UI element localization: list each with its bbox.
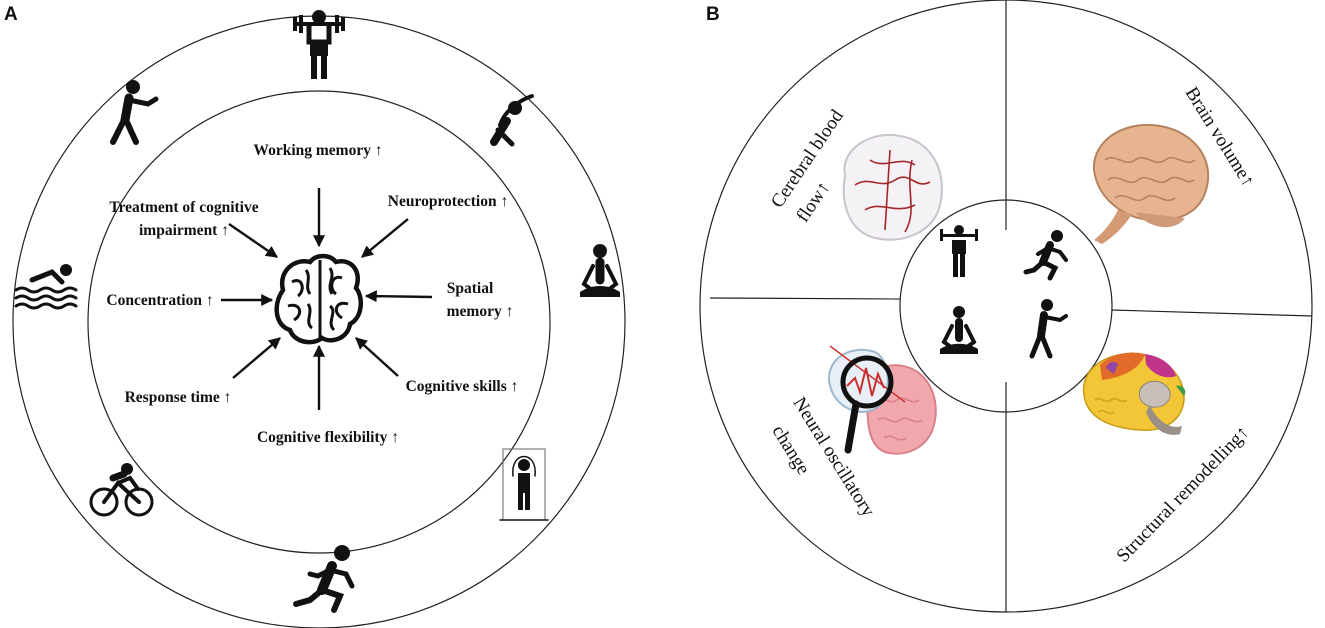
label-response-time: Response time ↑ — [125, 389, 232, 406]
jump-rope-icon — [499, 448, 549, 521]
label-spatial-line1: Spatial — [447, 280, 494, 297]
arrow-cognitive-skills — [355, 337, 399, 377]
arrow-spatial-memory — [364, 290, 433, 303]
neural-oscillation-icon — [827, 345, 937, 455]
brain-volume-icon — [1092, 123, 1210, 244]
panel-b-inner-circle — [899, 199, 1113, 413]
label-structural-remodelling: Structural remodelling↑ — [1113, 422, 1254, 567]
inner-ring — [87, 90, 551, 554]
divider-right — [1111, 309, 1313, 317]
arrow-treatment — [228, 223, 278, 258]
label-cognitive-skills: Cognitive skills ↑ — [406, 378, 519, 395]
boxing-icon — [110, 80, 159, 145]
arrow-response-time — [232, 337, 281, 379]
weightlifting-icon — [293, 10, 345, 79]
label-working-memory: Working memory ↑ — [253, 142, 382, 159]
center-boxing-icon — [1029, 299, 1068, 359]
panel-b: Cerebral blood flow↑ Brain volume↑ Neura… — [699, 0, 1313, 613]
arrow-neuroprotection — [361, 218, 409, 258]
running-icon — [293, 545, 355, 613]
swimming-icon — [14, 264, 78, 310]
panel-a-label: A — [4, 4, 18, 25]
brain-icon — [274, 253, 364, 345]
label-cognitive-flexibility: Cognitive flexibility ↑ — [257, 429, 399, 446]
brain-vessels-icon — [842, 133, 943, 241]
structural-remodelling-icon — [1082, 352, 1186, 435]
divider-left — [709, 297, 901, 300]
stretching-icon — [490, 94, 534, 147]
label-neuroprotection: Neuroprotection ↑ — [388, 193, 508, 210]
meditation-icon — [580, 244, 620, 297]
cycling-icon — [89, 463, 154, 517]
panel-a: Working memory ↑ Neuroprotection ↑ Treat… — [12, 10, 626, 628]
label-concentration: Concentration ↑ — [106, 292, 213, 309]
center-meditation-icon — [940, 306, 978, 354]
panel-b-label: B — [706, 4, 720, 25]
label-treatment-line1: Treatment of cognitive — [109, 199, 258, 216]
label-spatial-line2: memory ↑ — [447, 303, 514, 320]
label-treatment-line2: impairment ↑ — [139, 222, 229, 239]
center-weightlifting-icon — [940, 225, 978, 277]
center-running-icon — [1023, 230, 1068, 281]
